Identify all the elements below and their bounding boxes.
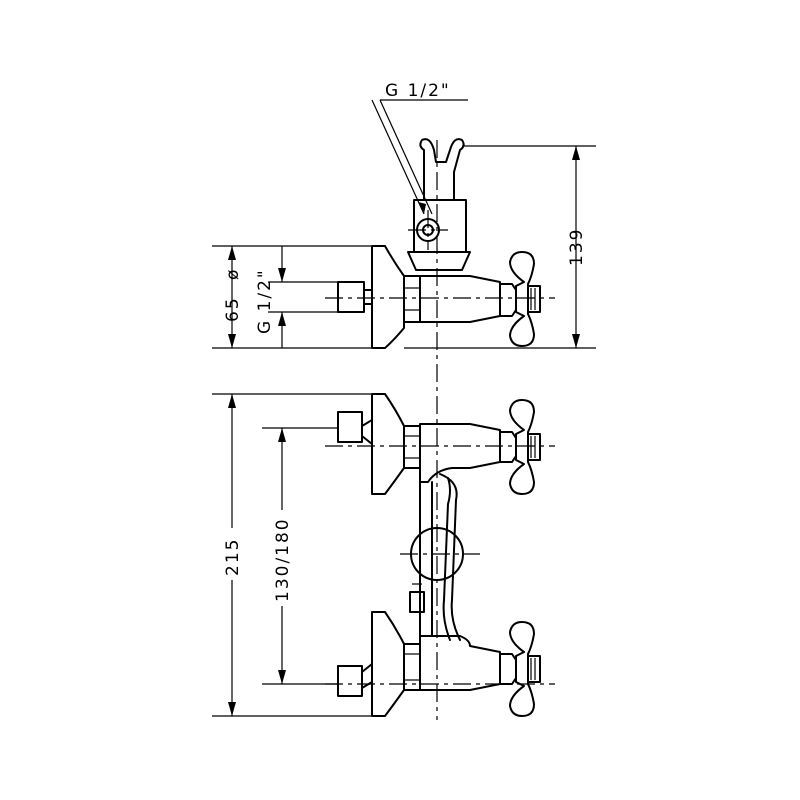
- dim-thread-side-label: G 1/2": [255, 268, 275, 334]
- diverter-knob: [409, 591, 425, 613]
- dim-phi-label: ø: [223, 268, 243, 280]
- riser-pipe-right: [439, 473, 461, 641]
- valve-bonnet: [499, 283, 517, 317]
- wall-escutcheon: [371, 245, 405, 349]
- dim-215-label: 215: [223, 538, 243, 576]
- upper-cross-handle: [509, 399, 535, 495]
- dim-139-label: 139: [567, 228, 587, 266]
- upper-stub: [337, 411, 363, 443]
- upper-bonnet: [499, 431, 517, 463]
- dim-215-arrow-top: [228, 394, 236, 408]
- dim-130-label: 130/180: [273, 517, 293, 602]
- dim-139-arrow-bottom: [572, 334, 580, 348]
- eccentric-stub: [337, 281, 365, 313]
- valve-body: [419, 275, 501, 323]
- upper-stub-link: [361, 419, 373, 445]
- thread-leader-1: [371, 99, 425, 215]
- dim-130-arrow-top: [278, 428, 286, 442]
- dim-215-arrow-bottom: [228, 702, 236, 716]
- shower-hook: [419, 138, 465, 201]
- dim-130-arrow-bottom: [278, 670, 286, 684]
- thread-top-label: G 1/2": [385, 81, 451, 101]
- dim-65-label: 65: [223, 296, 243, 322]
- upper-escutcheon: [371, 393, 405, 495]
- cross-handle: [509, 251, 535, 347]
- riser-pipe-left: [419, 481, 433, 637]
- top-view: G 1/2" 139 65 ø G 1/2": [212, 81, 596, 720]
- dim-139-arrow-top: [572, 146, 580, 160]
- front-view: 215 130/180: [212, 393, 555, 717]
- thread-leader-arrow: [418, 202, 426, 214]
- union-nut: [403, 275, 421, 323]
- dim-g-arrow-top: [278, 268, 286, 282]
- lower-stub-link: [361, 663, 373, 689]
- dim-g-arrow-bottom: [278, 312, 286, 326]
- dim-215-gap: [222, 528, 242, 580]
- upper-valve-body: [419, 423, 501, 483]
- dim-65-arrow-top: [228, 246, 236, 260]
- dim-65-arrow-bottom: [228, 334, 236, 348]
- lower-valve-body: [419, 635, 501, 691]
- handle-cap: [527, 285, 541, 313]
- upper-nut: [403, 425, 421, 469]
- transition-piece: [407, 251, 471, 271]
- lower-bonnet: [499, 653, 517, 685]
- upper-handle-cap: [527, 433, 541, 461]
- dim-130-gap: [272, 510, 292, 606]
- thread-leader-2: [379, 99, 433, 215]
- lower-escutcheon: [371, 611, 405, 717]
- lower-handle-cap: [527, 655, 541, 683]
- lower-nut: [403, 643, 421, 691]
- lower-stub: [337, 665, 363, 697]
